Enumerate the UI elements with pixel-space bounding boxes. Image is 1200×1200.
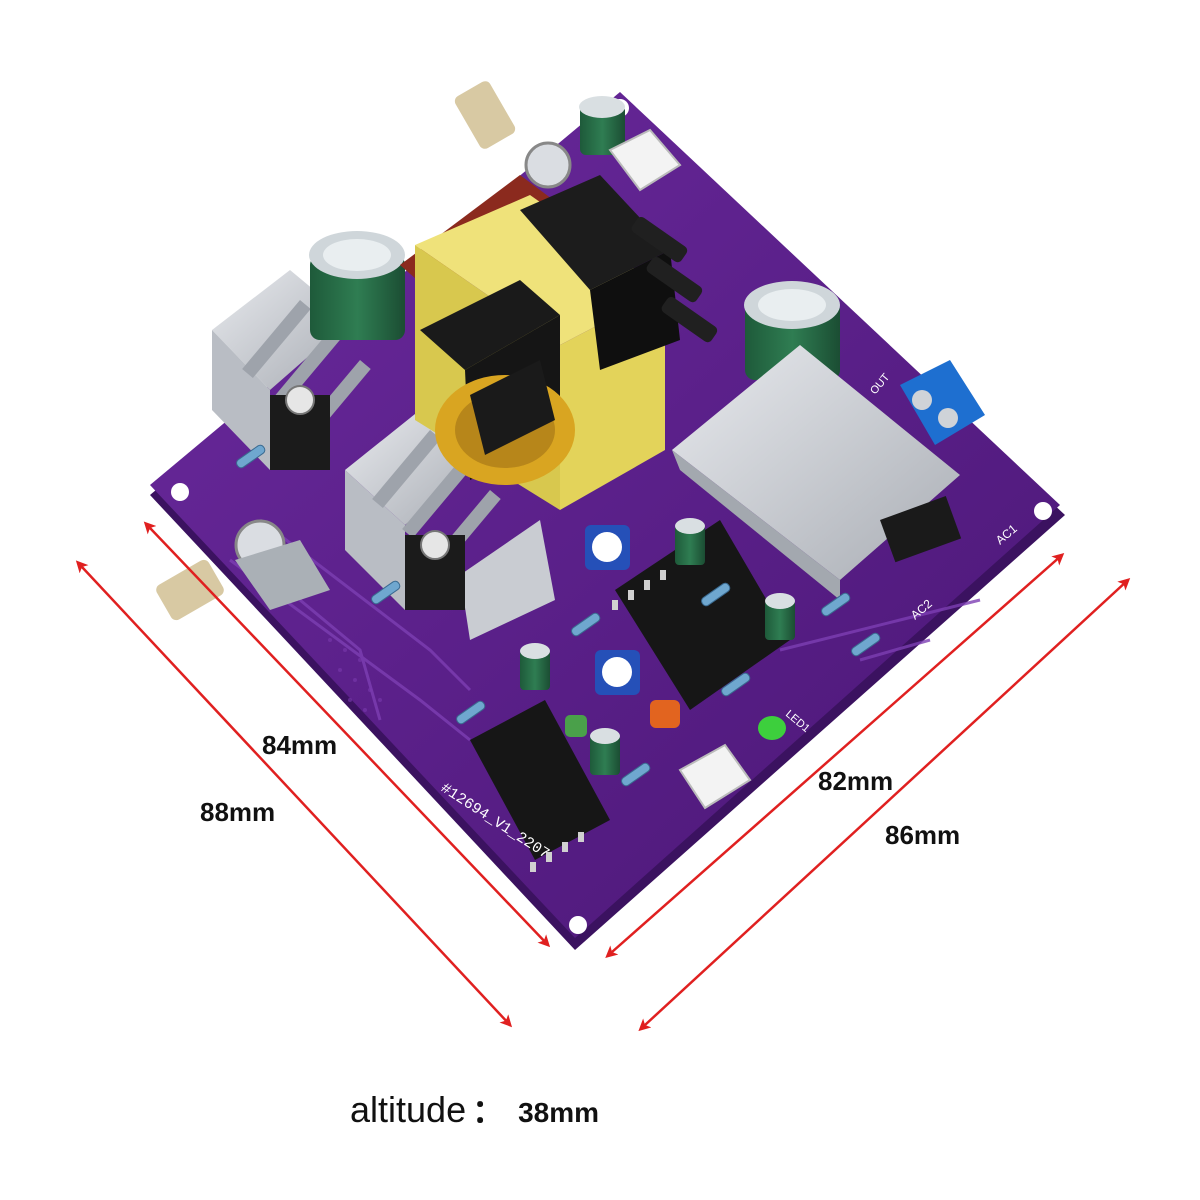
arrow-outer-left: [75, 560, 513, 1028]
screw-terminal-blue: [900, 360, 985, 445]
altitude-caption: altitude： 38mm: [350, 1086, 599, 1132]
black-diode-block: [520, 175, 680, 370]
terminal-bolt-top: [454, 81, 572, 189]
altitude-label: altitude: [350, 1089, 467, 1130]
altitude-colon: ：: [472, 1093, 505, 1129]
dimension-outer-right-label: 86mm: [885, 820, 961, 850]
dimension-inner-right-label: 82mm: [818, 766, 894, 796]
trimpot-1: [585, 525, 630, 570]
dimension-arrows: [75, 521, 1131, 1032]
trimpot-2: [595, 650, 640, 695]
dimension-outer-left-label: 88mm: [200, 797, 276, 827]
arrow-outer-right: [638, 577, 1131, 1032]
capacitor-large-1: [309, 231, 405, 340]
altitude-value: 38mm: [518, 1097, 600, 1128]
top-connector: [608, 128, 682, 192]
diodes: [631, 216, 718, 343]
capacitor-small-top: [579, 96, 625, 155]
led-green: [758, 716, 786, 740]
dimension-inner-left-label: 84mm: [262, 730, 338, 760]
